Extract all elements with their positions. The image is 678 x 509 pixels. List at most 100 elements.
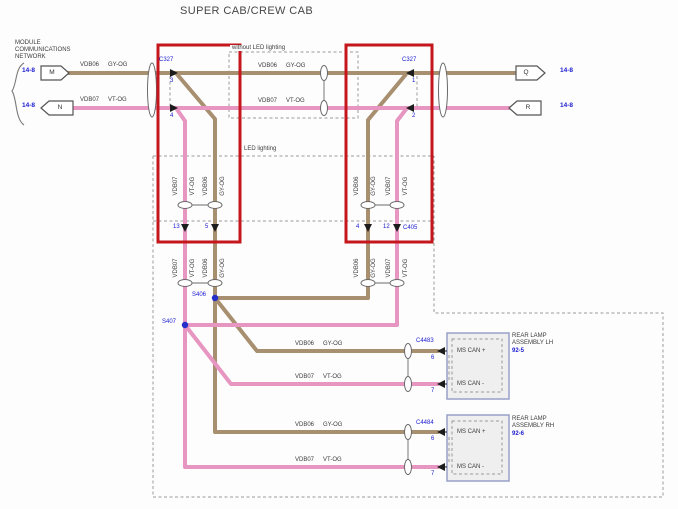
- connector-n-label: N: [57, 104, 63, 111]
- lamp-rh-pin6-arrow: [437, 428, 445, 436]
- right-below-oval-pink: [389, 279, 405, 287]
- color-code-label-vertical: GY-OG: [220, 258, 226, 278]
- pin-number: 6: [431, 355, 435, 361]
- c4484-oval-pink: [404, 459, 412, 475]
- pin12-arrow: [393, 224, 401, 232]
- circuit-label-vertical: VDB07: [386, 176, 392, 196]
- splice-s406-dot: [211, 294, 219, 302]
- color-code-label: GY-OG: [323, 341, 343, 347]
- color-code-label: GY-OG: [108, 62, 128, 68]
- circuit-label-vertical: VDB07: [173, 258, 179, 278]
- color-code-label: GY-OG: [286, 63, 306, 69]
- circuit-label: VDB07: [295, 457, 315, 463]
- circuit-label: VDB06: [295, 422, 315, 428]
- connector-q-shape: [515, 65, 546, 81]
- circuit-label: VDB07: [80, 97, 100, 103]
- lamp-lh-name-line1: REAR LAMP: [512, 333, 547, 339]
- pin-number: 4: [170, 113, 174, 119]
- mid-connector-oval-bottom: [320, 100, 328, 116]
- lamp-rh-inner-dashed-box: [451, 420, 503, 475]
- circuit-label-vertical: VDB07: [173, 176, 179, 196]
- lamp-rh-outer-box: [446, 414, 510, 482]
- connector-q-label: Q: [523, 69, 529, 76]
- rear-lamp-assembly-rh-box: [446, 414, 510, 482]
- circuit-label-vertical: VDB06: [354, 258, 360, 278]
- lamp-rh-name-line1: REAR LAMP: [512, 416, 547, 422]
- pin-arrows: [170, 69, 447, 471]
- color-code-label: VT-OG: [108, 97, 127, 103]
- ms-can-plus-label: MS CAN +: [457, 348, 486, 354]
- wire-vdb06-s406-to-c4483: [213, 296, 440, 353]
- pin-number: 5: [205, 224, 209, 230]
- circuit-label: VDB06: [258, 63, 278, 69]
- connector-label-c4484: C4484: [416, 420, 434, 426]
- pin-number: 1: [412, 78, 416, 84]
- circuit-label: VDB07: [295, 374, 315, 380]
- c4484-oval-tan: [404, 424, 412, 440]
- module-network-label-line1: MODULE: [15, 40, 41, 46]
- circuit-label-vertical: VDB07: [386, 258, 392, 278]
- wire-vdb07-s407-to-c4483: [183, 323, 440, 386]
- splice-label-s407: S407: [162, 319, 177, 325]
- connector-r-label: R: [525, 104, 531, 111]
- right-below-oval-tan: [360, 279, 376, 287]
- splice-s407-dot: [181, 321, 189, 329]
- ms-can-plus-label: MS CAN +: [457, 429, 486, 435]
- color-code-label: GY-OG: [323, 422, 343, 428]
- connector-label-c327-left: C327: [159, 57, 174, 63]
- module-network-label-line3: NETWORK: [15, 54, 46, 60]
- network-connector-tags: [40, 65, 546, 116]
- dashed-construction-lines: [152, 51, 664, 498]
- right-inbox-oval-tan: [360, 201, 376, 209]
- c4483-oval-tan: [404, 343, 412, 359]
- pin3-arrow: [170, 69, 178, 77]
- without-led-region-box: [228, 51, 359, 119]
- connector-label-c4483: C4483: [416, 338, 434, 344]
- pin2-arrow: [406, 104, 414, 112]
- color-code-label: VT-OG: [323, 457, 342, 463]
- rear-lamp-assembly-lh-box: [446, 332, 510, 400]
- pin-number: 4: [356, 224, 360, 230]
- network-brace: [11, 62, 25, 126]
- lamp-lh-pin6-arrow: [437, 347, 445, 355]
- ms-can-minus-label: MS CAN -: [457, 381, 484, 387]
- circuit-label: VDB06: [295, 341, 315, 347]
- circuit-label-vertical: VDB06: [354, 176, 360, 196]
- lamp-lh-inner-dashed-box: [451, 338, 503, 393]
- pin-number: 13: [173, 224, 180, 230]
- pin-number: 6: [431, 436, 435, 442]
- module-network-label-line2: COMMUNICATIONS: [15, 47, 71, 53]
- pin4-bottom-arrow: [364, 224, 372, 232]
- page-ref-n: 14-8: [22, 102, 36, 109]
- c4483-oval-pink: [404, 376, 412, 392]
- page-ref-lamp-rh: 92-6: [512, 431, 525, 437]
- connector-m-label: M: [49, 69, 55, 76]
- inline-connector-symbols: [147, 62, 448, 475]
- color-code-label-vertical: VT-OG: [190, 176, 196, 196]
- lamp-lh-pin7-arrow: [437, 380, 445, 388]
- color-code-label-vertical: VT-OG: [403, 258, 409, 278]
- page-ref-r: 14-8: [560, 102, 574, 109]
- led-region-outline: [152, 156, 664, 498]
- pin-number: 2: [412, 113, 416, 119]
- connector-m-shape: [40, 65, 70, 81]
- circuit-label: VDB07: [258, 98, 278, 104]
- pin-number: 7: [431, 388, 435, 394]
- page-ref-m: 14-8: [22, 67, 36, 74]
- pin4-arrow: [170, 104, 178, 112]
- page-title: SUPER CAB/CREW CAB: [180, 5, 314, 17]
- connector-r-shape: [508, 100, 542, 116]
- pin-number: 3: [170, 78, 174, 84]
- lamp-lh-name-line2: ASSEMBLY LH: [512, 340, 554, 346]
- connector-label-c405: C405: [403, 225, 418, 231]
- splice-label-s406: S406: [192, 292, 207, 298]
- lamp-rh-name-line2: ASSEMBLY RH: [512, 423, 555, 429]
- circuit-label: VDB06: [80, 62, 100, 68]
- color-code-label-vertical: GY-OG: [371, 176, 377, 196]
- highlight-box-right: [344, 43, 434, 244]
- left-below-oval-tan: [207, 279, 223, 287]
- lamp-lh-outer-box: [446, 332, 510, 400]
- connector-label-c327-right: C327: [402, 57, 417, 63]
- color-code-label-vertical: GY-OG: [220, 176, 226, 196]
